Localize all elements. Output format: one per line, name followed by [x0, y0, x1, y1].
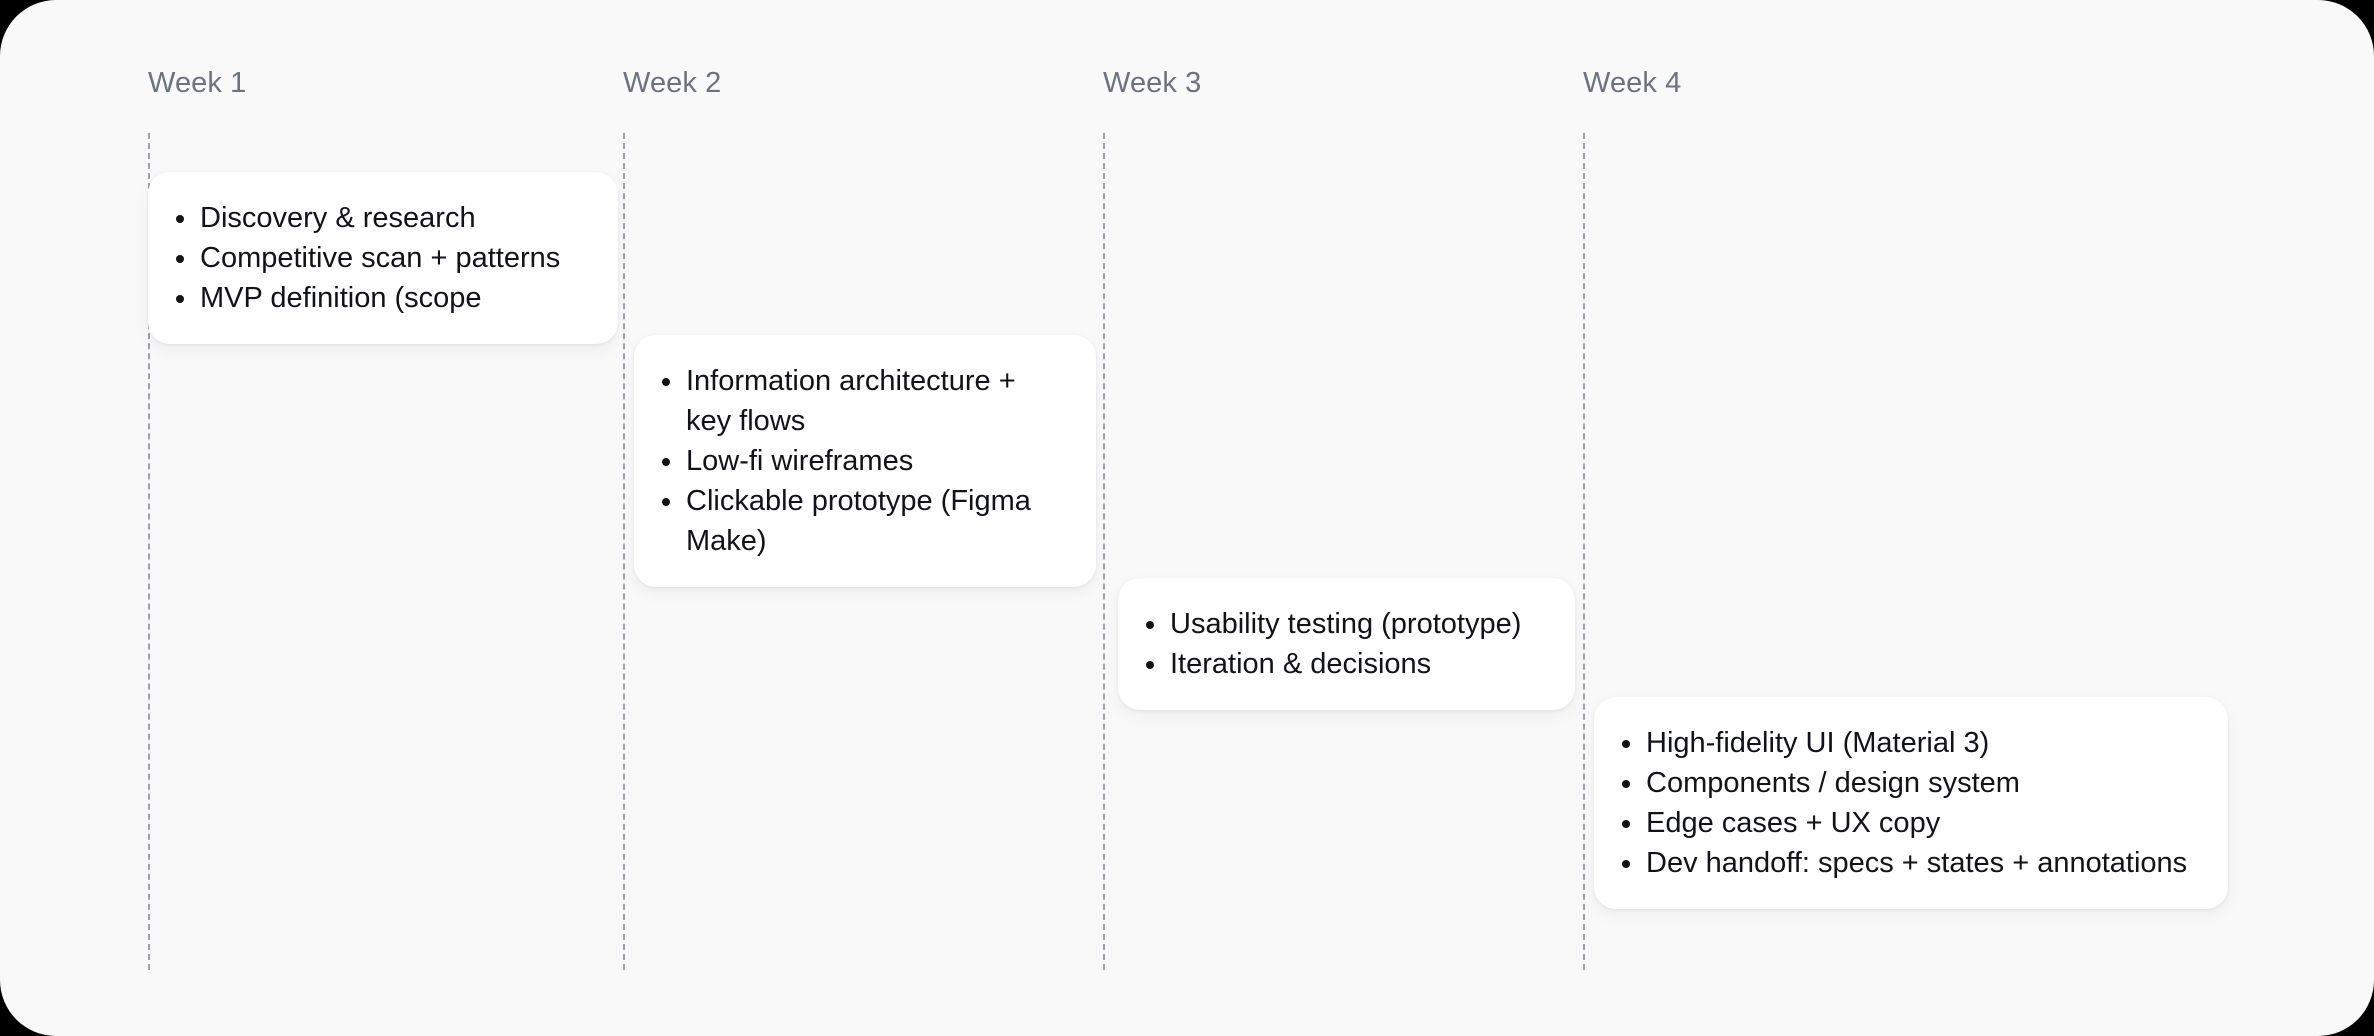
task-item: Competitive scan + patterns — [176, 238, 588, 278]
column-header-week-4: Week 4 — [1583, 67, 1682, 99]
task-card-week-1[interactable]: Discovery & research Competitive scan + … — [148, 172, 618, 344]
task-item: Discovery & research — [176, 198, 588, 238]
task-card-week-3[interactable]: Usability testing (prototype) Iteration … — [1118, 578, 1575, 710]
task-list-week-2: Information architecture + key flows Low… — [652, 361, 1066, 561]
task-item: Edge cases + UX copy — [1622, 803, 2198, 843]
task-card-week-4[interactable]: High-fidelity UI (Material 3) Components… — [1594, 697, 2228, 909]
task-card-week-2[interactable]: Information architecture + key flows Low… — [634, 335, 1096, 587]
task-item: High-fidelity UI (Material 3) — [1622, 723, 2198, 763]
task-item: Low-fi wireframes — [662, 441, 1066, 481]
task-item: Iteration & decisions — [1146, 644, 1545, 684]
task-item: Information architecture + key flows — [662, 361, 1066, 441]
task-item: Clickable prototype (Figma Make) — [662, 481, 1066, 561]
task-item: Dev handoff: specs + states + annotation… — [1622, 843, 2198, 883]
task-item: Usability testing (prototype) — [1146, 604, 1545, 644]
column-guide-week-3 — [1103, 133, 1105, 970]
task-list-week-1: Discovery & research Competitive scan + … — [166, 198, 588, 318]
task-list-week-4: High-fidelity UI (Material 3) Components… — [1612, 723, 2198, 883]
column-header-week-2: Week 2 — [623, 67, 722, 99]
column-guide-week-1 — [148, 133, 150, 970]
task-item: Components / design system — [1622, 763, 2198, 803]
task-item: MVP definition (scope — [176, 278, 588, 318]
column-header-week-3: Week 3 — [1103, 67, 1202, 99]
task-list-week-3: Usability testing (prototype) Iteration … — [1136, 604, 1545, 684]
column-guide-week-4 — [1583, 133, 1585, 970]
column-header-week-1: Week 1 — [148, 67, 247, 99]
column-guide-week-2 — [623, 133, 625, 970]
